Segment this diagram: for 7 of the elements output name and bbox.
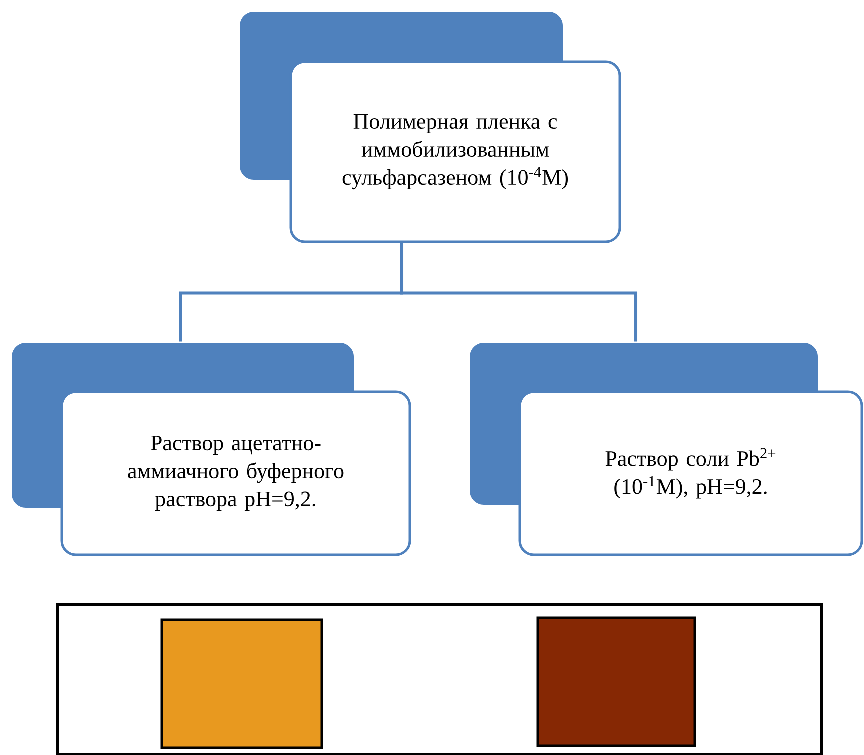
text-box: Раствор соли Pb$^{2+}$ (10$^{-1}$M), pH=9,2. [470, 343, 864, 556]
text-box: Раствор ацетатно-аммиачного буферного раствора pH=9,2. [12, 343, 412, 556]
frame [56, 604, 824, 755]
text-box: Полимерная пленка с иммобилизованным сульфарсазеном (10$^{-4}$M) [240, 12, 622, 244]
connector [400, 243, 638, 342]
color-swatch [536, 616, 696, 748]
color-swatch [160, 618, 324, 750]
